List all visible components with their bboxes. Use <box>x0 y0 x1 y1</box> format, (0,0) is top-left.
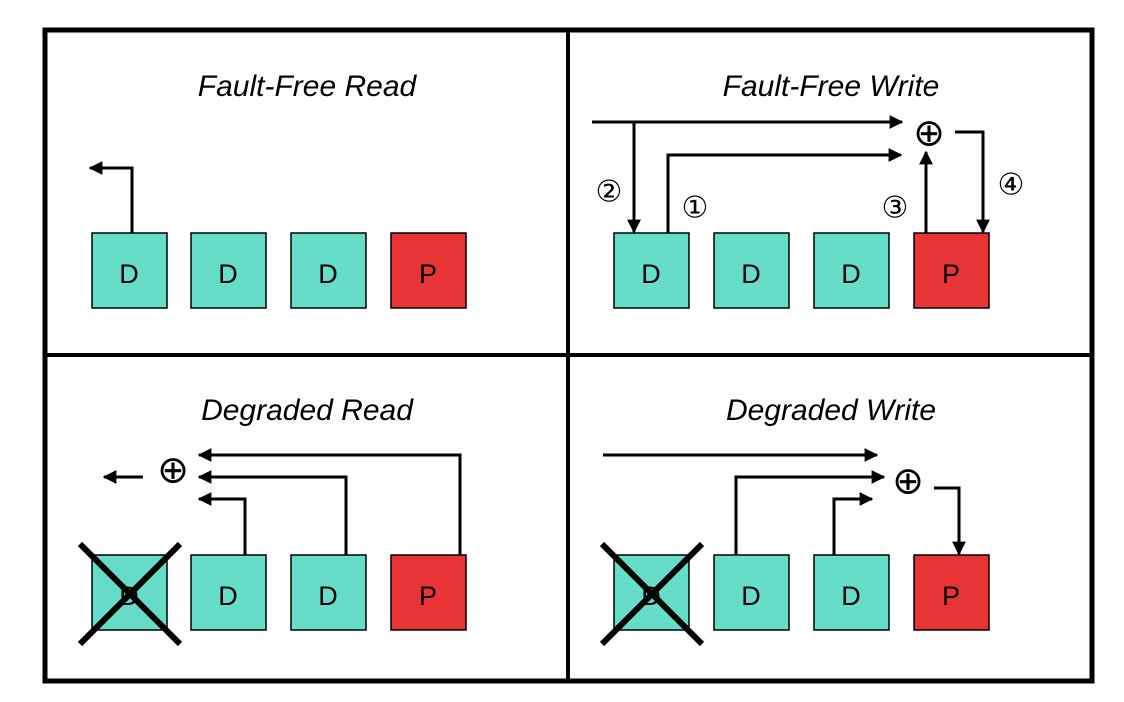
panel-degraded-read: Degraded Read ⊕ D D D P <box>77 394 467 647</box>
data-block-2: D <box>190 232 267 309</box>
panel-fault-free-read: Fault-Free Read D D D P <box>88 70 467 309</box>
write-parity-arrow <box>934 486 966 556</box>
block-label: D <box>119 259 139 289</box>
block-label: D <box>318 581 338 611</box>
data-block-1: D <box>91 232 168 309</box>
failure-cross-mark <box>77 541 183 647</box>
data-block-3: D <box>813 554 890 631</box>
data-block-3: D <box>290 554 367 631</box>
panel-degraded-write: Degraded Write ⊕ D D D P <box>599 394 990 647</box>
failure-cross-mark <box>599 541 705 647</box>
step-4-label: ④ <box>998 168 1025 203</box>
data2-to-xor-arrow <box>197 492 247 555</box>
data-block-1: D <box>613 232 690 309</box>
panel-title: Degraded Read <box>201 394 414 427</box>
block-label: D <box>741 259 761 289</box>
panel-title: Fault-Free Write <box>723 70 940 103</box>
data3-to-xor-arrow <box>832 492 874 555</box>
step-3-label: ③ <box>882 191 909 226</box>
data-block-3: D <box>290 232 367 309</box>
write-new-parity-arrow <box>955 130 990 234</box>
block-label: P <box>942 259 960 289</box>
failed-data-block: D <box>77 541 183 647</box>
xor-icon: ⊕ <box>157 448 189 492</box>
block-label: P <box>419 259 437 289</box>
parity-block: P <box>390 232 467 309</box>
block-label: D <box>841 259 861 289</box>
step-2-label: ② <box>596 175 623 210</box>
block-label: D <box>318 259 338 289</box>
block-label: P <box>942 581 960 611</box>
data3-to-xor-arrow <box>197 470 348 555</box>
panel-fault-free-write: Fault-Free Write ⊕ ② ① ③ ④ D D D P <box>592 70 1025 309</box>
block-label: D <box>841 581 861 611</box>
parity-to-xor-arrow <box>197 448 462 555</box>
data2-to-xor-arrow <box>734 470 886 555</box>
block-label: D <box>741 581 761 611</box>
block-label: D <box>218 581 238 611</box>
block-label: D <box>218 259 238 289</box>
xor-icon: ⊕ <box>892 459 924 503</box>
read-old-data-arrow <box>666 148 903 233</box>
parity-block: P <box>913 554 990 631</box>
panel-title: Degraded Write <box>726 394 936 427</box>
data-block-3: D <box>813 232 890 309</box>
data-block-2: D <box>190 554 267 631</box>
read-arrow <box>88 161 134 233</box>
panel-title: Fault-Free Read <box>198 70 418 103</box>
data-block-2: D <box>713 554 790 631</box>
data-block-2: D <box>713 232 790 309</box>
xor-icon: ⊕ <box>913 111 945 155</box>
failed-data-block: D <box>599 541 705 647</box>
block-label: P <box>419 581 437 611</box>
block-label: D <box>641 259 661 289</box>
parity-block: P <box>390 554 467 631</box>
parity-block: P <box>913 232 990 309</box>
step-1-label: ① <box>682 191 709 226</box>
